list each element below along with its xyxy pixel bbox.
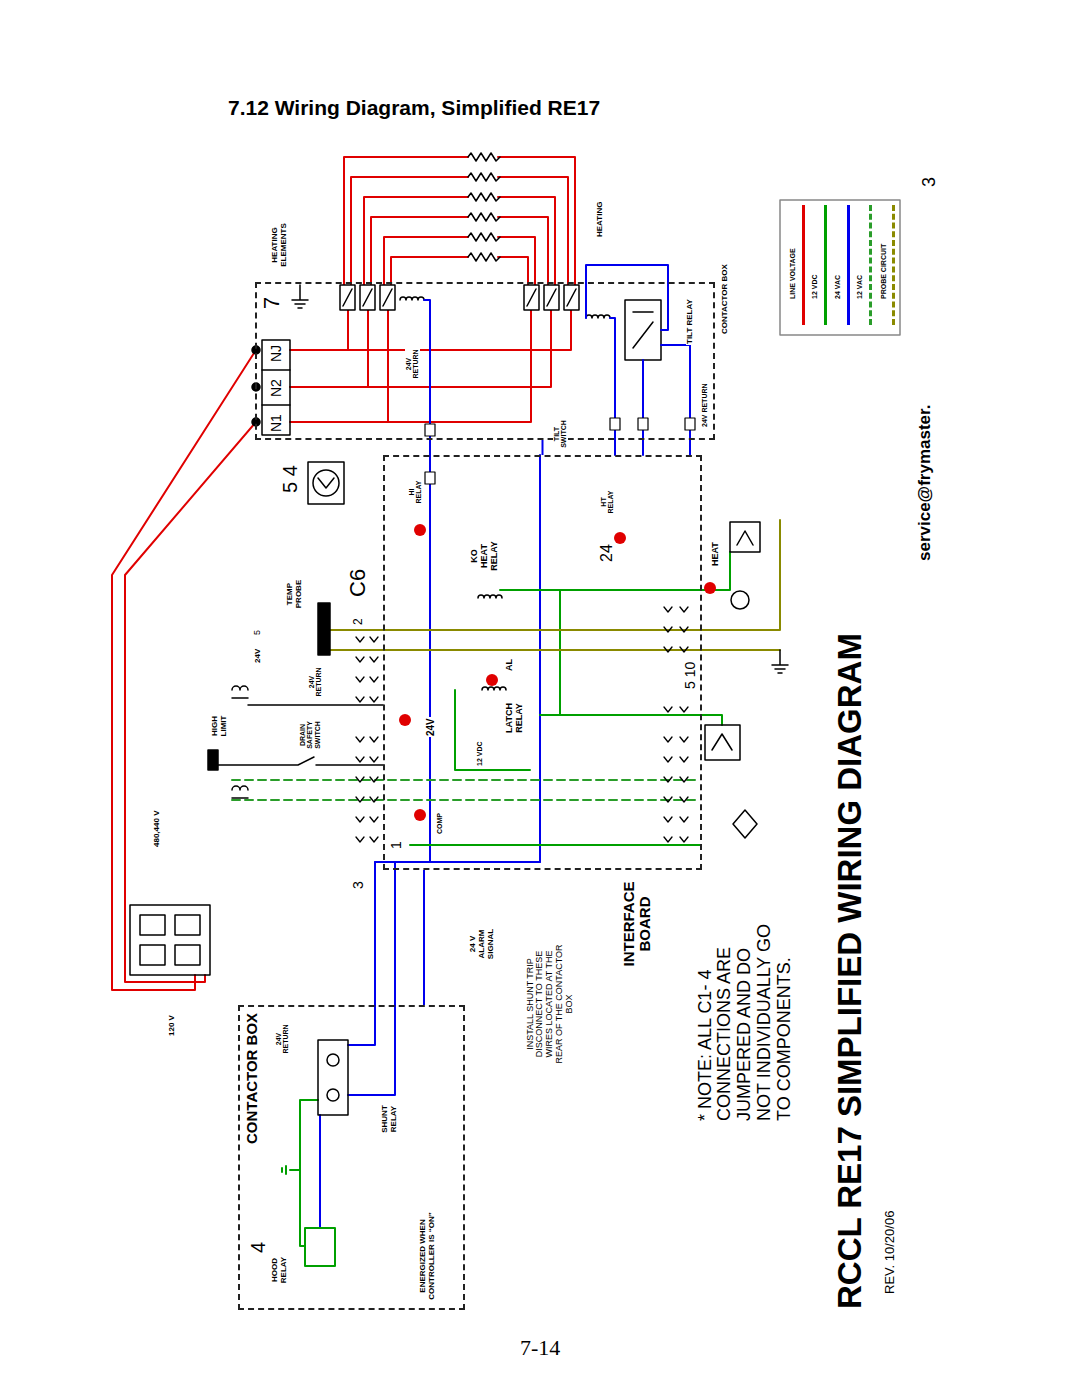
diagram-heading: RCCL RE17 SIMPLIFIED WIRING DIAGRAM	[832, 632, 868, 1310]
terminal-name: NJ	[269, 344, 284, 363]
component-label: HEAT	[711, 541, 721, 567]
interface-board-region: INTERFACE BOARD	[383, 455, 702, 870]
wire-label: 24V RETURN	[405, 346, 420, 382]
signal-name: AL	[505, 658, 515, 672]
component-label: KO HEAT RELAY	[470, 537, 500, 575]
legend-swatch	[802, 205, 805, 325]
connector-name: C6	[346, 568, 370, 598]
pin-number: 5	[253, 629, 263, 636]
pin-number: 1	[389, 840, 404, 850]
component-label: HT RELAY	[600, 487, 615, 517]
voltage-label: 24V	[425, 717, 436, 737]
legend-text: PROBE CIRCUIT	[880, 243, 888, 300]
connector-pins	[425, 418, 695, 484]
12vdc-wires	[282, 552, 730, 1246]
component-label: TILT SWITCH	[553, 418, 568, 450]
pin-number: 5 10	[683, 661, 698, 690]
contactor-contacts	[340, 285, 579, 310]
callout-number: 7	[260, 296, 284, 310]
pin-number: 2	[352, 617, 365, 626]
component-label: TILT RELAY	[686, 298, 695, 345]
relay-coils	[400, 297, 661, 690]
callout-number: 4	[247, 1241, 269, 1254]
component-label: TEMP PROBE	[286, 576, 304, 612]
component-label: SHUNT RELAY	[381, 1101, 399, 1137]
legend-swatch	[824, 205, 827, 325]
component-label: LATCH RELAY	[505, 699, 525, 737]
contactor-box-region: CONTACTOR BOX	[255, 282, 715, 440]
contact-address: service@frymaster.	[916, 404, 935, 562]
board-wire	[423, 870, 425, 1005]
voltage-label: 120 V	[168, 1014, 177, 1037]
wire-label: 24V RETURN	[308, 664, 323, 700]
24vac-wires	[320, 265, 690, 1228]
terminal-block	[252, 285, 344, 504]
signal-name: 24 V ALARM SIGNAL	[469, 926, 495, 962]
signal-name: COMP	[436, 812, 444, 835]
board-connector-chevrons	[356, 607, 688, 842]
page-number: 7-14	[520, 1335, 560, 1361]
component-label: HOOD RELAY	[271, 1253, 289, 1287]
region-heading: INTERFACE BOARD	[621, 873, 654, 975]
pin-number: 3	[351, 880, 366, 890]
rotated-sheet: CONTACTOR BOXINTERFACE BOARDCONTACTOR BO…	[100, 140, 960, 1330]
callout-number: 3	[920, 176, 940, 188]
connector-layer	[100, 140, 960, 1330]
region-heading: CONTACTOR BOX	[721, 263, 730, 335]
legend-text: LINE VOLTAGE	[789, 247, 797, 300]
legend-text: 12 VDC	[811, 273, 819, 300]
note-text: * NOTE: ALL C1- 4 CONNECTIONS ARE JUMPER…	[696, 905, 795, 1122]
legend-swatch	[869, 205, 872, 325]
legend-text: 24 VAC	[834, 274, 842, 300]
wire-label: 24V RETURN	[701, 382, 709, 428]
legend-swatch	[892, 205, 895, 325]
probe-wires	[330, 520, 780, 650]
terminal-name: N1	[269, 413, 284, 433]
page-title: 7.12 Wiring Diagram, Simplified RE17	[228, 96, 600, 120]
legend-text: 12 VAC	[856, 274, 864, 300]
heating-element-symbols	[468, 153, 500, 261]
wire-label: 24V RETURN	[275, 1021, 290, 1057]
indicator-leds	[399, 524, 716, 821]
component-label: HIGH LIMIT	[211, 710, 229, 742]
region-heading: CONTACTOR BOX	[244, 1012, 261, 1145]
legend-swatch	[847, 205, 850, 325]
hood-relay-symbol	[305, 1228, 335, 1266]
revision-date: REV. 10/20/06	[883, 1210, 897, 1295]
12vac-wires	[232, 780, 700, 800]
voltage-label: 12 VDC	[476, 740, 484, 767]
component-label: HEATING	[596, 201, 605, 238]
component-label: DRAIN SAFETY SWITCH	[299, 718, 322, 752]
note-text: ENERGIZED WHEN CONTROLLER IS “ON”	[419, 1210, 437, 1302]
callout-number: 24	[598, 543, 616, 563]
board-wire	[542, 440, 544, 455]
voltage-label: 24V	[254, 648, 263, 664]
terminal-name: N2	[269, 378, 284, 398]
note-text: INSTALL SHUNT TRIP DISCONNECT TO THESE W…	[526, 938, 575, 1070]
component-label: HEATING ELEMENTS	[271, 218, 289, 272]
callout-number: 5 4	[279, 464, 301, 494]
voltage-label: 480,440 V	[153, 810, 162, 848]
component-label: HI RELAY	[408, 477, 423, 507]
